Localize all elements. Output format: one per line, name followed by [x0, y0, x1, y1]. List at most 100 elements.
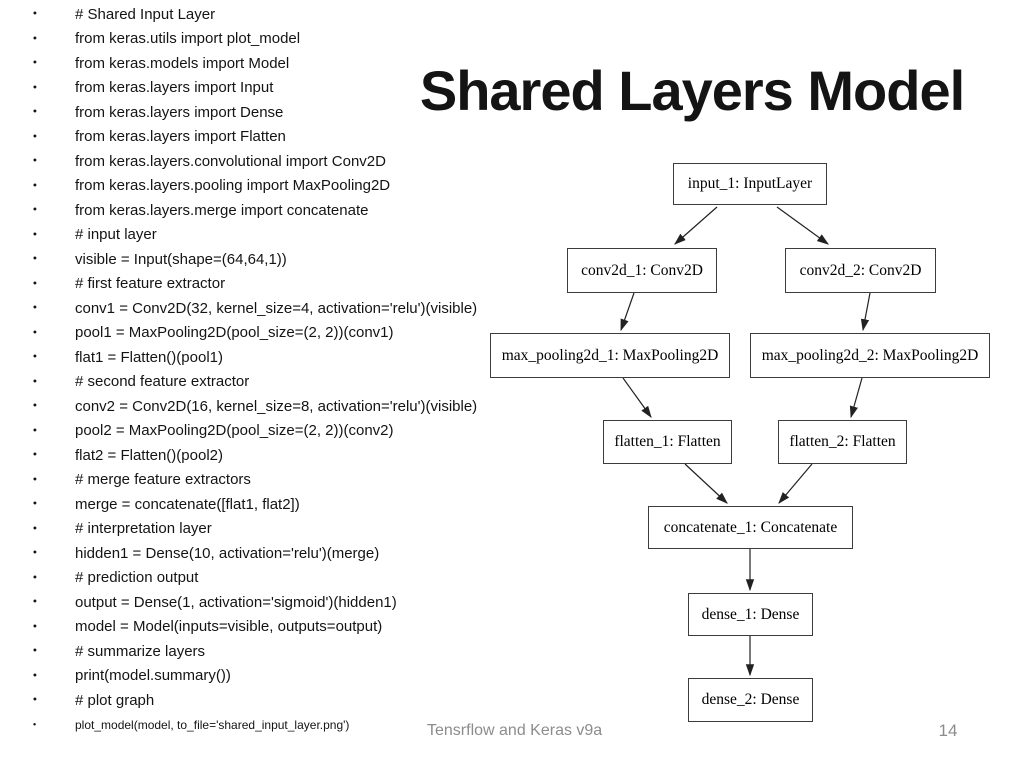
- code-text: merge = concatenate([flat1, flat2]): [75, 495, 300, 513]
- code-text: conv1 = Conv2D(32, kernel_size=4, activa…: [75, 299, 478, 317]
- diagram-node-max_pooling2d_2: max_pooling2d_2: MaxPooling2D: [750, 333, 990, 378]
- code-line: • # summarize layers: [0, 639, 490, 664]
- bullet-icon: •: [33, 669, 37, 682]
- bullet-icon: •: [33, 105, 37, 118]
- code-text: # interpretation layer: [75, 520, 212, 538]
- node-label: conv2d_2: Conv2D: [799, 261, 922, 279]
- code-text: from keras.layers.convolutional import C…: [75, 152, 386, 170]
- code-text: flat2 = Flatten()(pool2): [75, 446, 223, 464]
- code-text: from keras.layers import Dense: [75, 103, 284, 121]
- code-line: •from keras.layers.convolutional import …: [0, 149, 490, 174]
- code-text: conv2 = Conv2D(16, kernel_size=8, activa…: [75, 397, 478, 415]
- bullet-icon: •: [33, 350, 37, 363]
- node-label: flatten_1: Flatten: [614, 433, 721, 450]
- bullet-icon: •: [33, 424, 37, 437]
- code-line: • merge = concatenate([flat1, flat2]): [0, 492, 490, 517]
- bullet-icon: •: [33, 571, 37, 584]
- bullet-icon: •: [33, 32, 37, 45]
- node-label: concatenate_1: Concatenate: [663, 518, 838, 536]
- bullet-icon: •: [33, 81, 37, 94]
- bullet-icon: •: [33, 56, 37, 69]
- arrow-flatten_1-concatenate_1: [684, 463, 728, 504]
- code-listing: • # Shared Input Layer • from keras.utils …: [0, 2, 490, 737]
- bullet-icon: •: [33, 546, 37, 559]
- code-line: • from keras.layers.merge import concaten…: [0, 198, 490, 223]
- diagram-node-flatten_1: flatten_1: Flatten: [603, 420, 732, 464]
- arrow-input_1-conv2d_2: [776, 206, 829, 245]
- diagram-node-flatten_2: flatten_2: Flatten: [778, 420, 907, 464]
- bullet-icon: •: [33, 719, 37, 730]
- page-title: Shared Layers Model: [419, 59, 965, 122]
- page-number: 14: [938, 721, 958, 740]
- diagram-node-concatenate_1: concatenate_1: Concatenate: [648, 506, 853, 549]
- code-line: • from keras.utils import plot_model: [0, 27, 490, 52]
- code-line: •from keras.layers.pooling import MaxPoo…: [0, 174, 490, 199]
- code-line: • print(model.summary()): [0, 664, 490, 689]
- code-line: • # Shared Input Layer: [0, 2, 490, 27]
- node-label: dense_2: Dense: [701, 691, 800, 708]
- code-text: visible = Input(shape=(64,64,1)): [75, 250, 287, 268]
- code-line: • model = Model(inputs=visible, outputs=o…: [0, 615, 490, 640]
- code-text: flat1 = Flatten()(pool1): [75, 348, 223, 366]
- code-line: • from keras.models import Model: [0, 51, 490, 76]
- bullet-icon: •: [33, 7, 37, 20]
- code-line: • # plot graph: [0, 688, 490, 713]
- code-text: pool2 = MaxPooling2D(pool_size=(2, 2))(c…: [75, 422, 394, 440]
- code-line: • # prediction output: [0, 566, 490, 591]
- code-text: from keras.models import Model: [75, 54, 290, 72]
- code-line: •from keras.layers import Flatten: [0, 125, 490, 150]
- code-text: from keras.layers.pooling import MaxPool…: [75, 177, 391, 195]
- arrow-max_pooling2d_1-flatten_1: [622, 377, 652, 418]
- bullet-icon: •: [33, 473, 37, 486]
- node-label: conv2d_1: Conv2D: [581, 261, 703, 279]
- diagram-node-conv2d_1: conv2d_1: Conv2D: [567, 248, 717, 293]
- code-line: • pool1 = MaxPooling2D(pool_size=(2, 2))(…: [0, 321, 490, 346]
- node-label: input_1: InputLayer: [687, 175, 813, 192]
- code-line: •output = Dense(1, activation='sigmoid')…: [0, 590, 490, 615]
- code-text: model = Model(inputs=visible, outputs=ou…: [75, 618, 383, 636]
- node-label: max_pooling2d_1: MaxPooling2D: [501, 346, 719, 364]
- bullet-icon: •: [33, 375, 37, 388]
- code-text: # summarize layers: [75, 642, 206, 660]
- code-text: pool1 = MaxPooling2D(pool_size=(2, 2))(c…: [75, 324, 394, 342]
- code-line: • pool2 = MaxPooling2D(pool_size=(2, 2))(…: [0, 419, 490, 444]
- diagram-arrows: [620, 206, 871, 677]
- bullet-icon: •: [33, 228, 37, 241]
- arrow-conv2d_1-max_pooling2d_1: [620, 292, 635, 332]
- code-line: •conv2 = Conv2D(16, kernel_size=8, activ…: [0, 394, 490, 419]
- code-text: from keras.utils import plot_model: [75, 30, 301, 48]
- code-line: • # interpretation layer: [0, 517, 490, 542]
- arrow-input_1-conv2d_1: [674, 206, 718, 245]
- bullet-icon: •: [33, 693, 37, 706]
- bullet-icon: •: [33, 448, 37, 461]
- bullet-icon: •: [33, 326, 37, 339]
- arrow-flatten_2-concatenate_1: [778, 463, 813, 504]
- code-line: • visible = Input(shape=(64,64,1)): [0, 247, 490, 272]
- code-line: •# first feature extractor: [0, 272, 490, 297]
- code-text: # Shared Input Layer: [75, 5, 216, 23]
- code-text: print(model.summary()): [75, 667, 231, 685]
- code-text: # input layer: [75, 226, 157, 244]
- code-line: • # input layer: [0, 223, 490, 248]
- bullet-icon: •: [33, 130, 37, 143]
- code-line: • conv1 = Conv2D(32, kernel_size=4, activ…: [0, 296, 490, 321]
- code-text: # plot graph: [75, 691, 155, 709]
- code-text: plot_model(model, to_file='shared_input_…: [75, 717, 350, 732]
- bullet-icon: •: [33, 497, 37, 510]
- code-text: # prediction output: [75, 569, 199, 587]
- diagram-node-dense_1: dense_1: Dense: [688, 593, 813, 636]
- code-text: from keras.layers.merge import concatena…: [75, 201, 369, 219]
- bullet-icon: •: [33, 203, 37, 216]
- bullet-icon: •: [33, 301, 37, 314]
- bullet-icon: •: [33, 522, 37, 535]
- bullet-icon: •: [33, 620, 37, 633]
- bullet-icon: •: [33, 644, 37, 657]
- footer-text: Tensrflow and Keras v9a: [427, 722, 603, 739]
- code-text: hidden1 = Dense(10, activation='relu')(m…: [75, 544, 380, 562]
- code-line: • plot_model(model, to_file='shared_input…: [0, 713, 490, 738]
- code-line: • flat2 = Flatten()(pool2): [0, 443, 490, 468]
- bullet-icon: •: [33, 252, 37, 265]
- diagram-node-input_1: input_1: InputLayer: [673, 163, 827, 205]
- code-text: output = Dense(1, activation='sigmoid')(…: [75, 593, 397, 611]
